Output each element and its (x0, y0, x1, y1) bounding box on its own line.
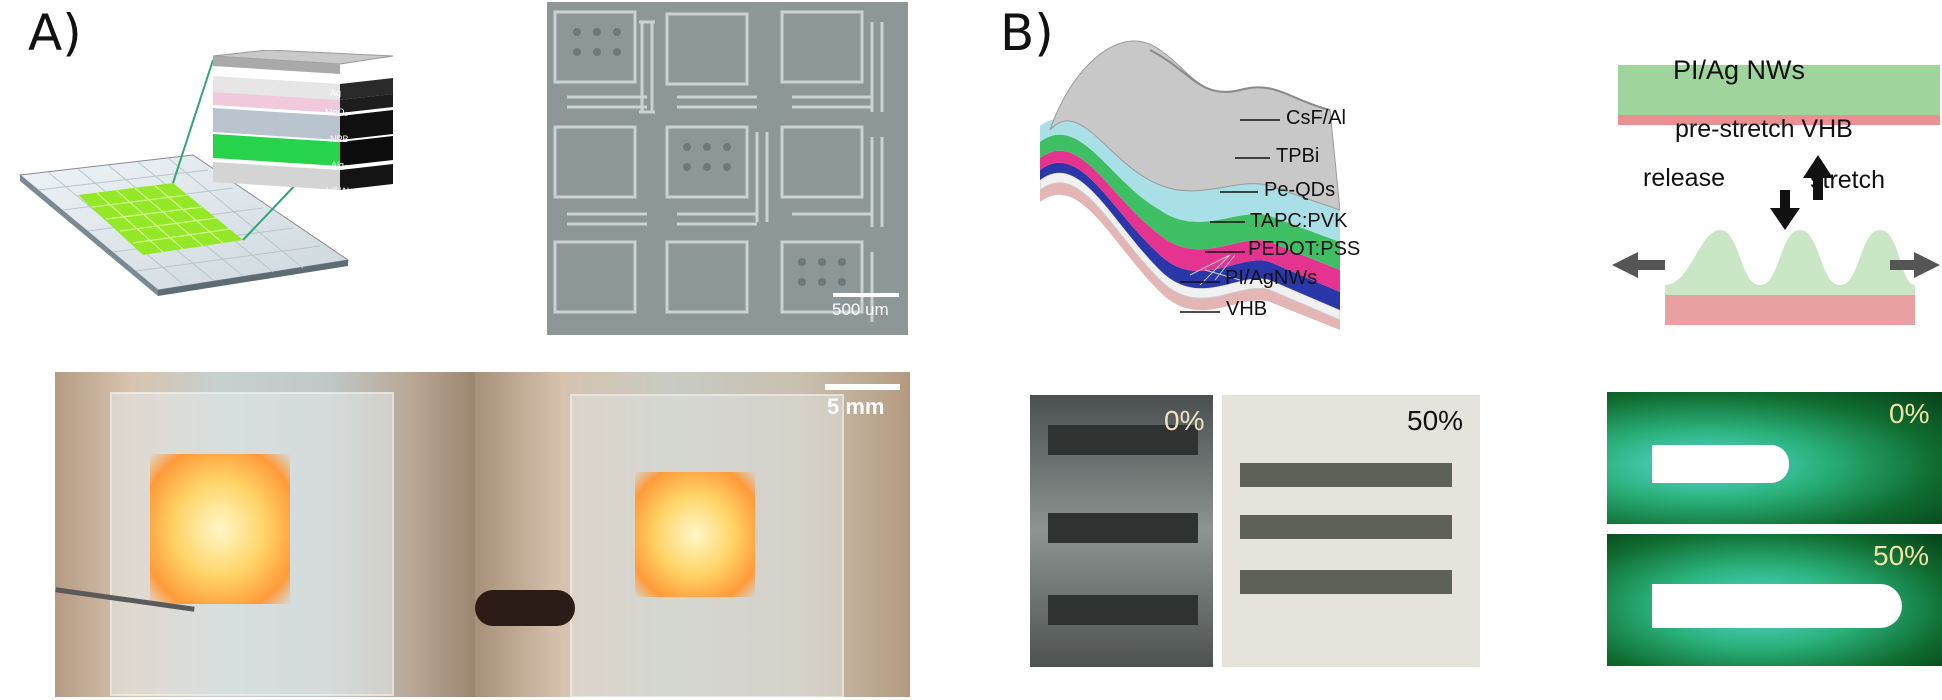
device-photo-left (55, 372, 475, 697)
emission-strain-label-0: 0% (1889, 398, 1930, 429)
wave-layer-label-tapcpvk: TAPC:PVK (1250, 210, 1348, 232)
wave-layer-label-pedotpss: PEDOT:PSS (1248, 238, 1361, 260)
panel-b-label: B) (1000, 4, 1054, 62)
emission-strip-50 (1652, 584, 1902, 628)
micrograph-scale-bar (833, 293, 899, 297)
device-glow-left (150, 454, 290, 604)
electrode-stripe-3 (1048, 595, 1198, 625)
device-stack-schematic (18, 50, 394, 296)
process-stretch-label: stretch (1810, 166, 1886, 194)
wave-layer-label-piagnws: PI/AgNWs (1225, 267, 1318, 289)
probe-cable-right (475, 590, 575, 626)
electrode-strain-label-50: 50% (1407, 405, 1464, 436)
stack-layer-label-moo3: MoO₃ (325, 107, 349, 117)
electrode-stripe-3b (1240, 570, 1452, 594)
photo-scale-label: 5 mm (827, 394, 885, 419)
electrode-stripe-2b (1240, 515, 1452, 539)
process-top-film-label: PI/Ag NWs (1673, 55, 1806, 85)
panel-a-label: A) (28, 4, 82, 62)
wave-layer-label-tpbi: TPBi (1276, 145, 1320, 167)
stack-layer-label-npb: NPB (330, 134, 349, 144)
emission-photo-50: 50% (1607, 534, 1942, 666)
wavy-stack-schematic (1040, 40, 1340, 330)
micrograph-scale-label: 500 um (832, 300, 889, 319)
micrograph-image: 500 um (547, 2, 908, 335)
photo-scale-bar (825, 384, 900, 390)
electrode-stripe-2 (1048, 513, 1198, 543)
electrode-photo-50: 50% (1222, 395, 1480, 667)
electrode-strain-label-0: 0% (1164, 405, 1205, 436)
micrograph-pattern (547, 2, 908, 335)
wave-layer-label-csfal: CsF/Al (1286, 107, 1346, 129)
electrode-photo-0: 0% (1030, 395, 1213, 667)
electrode-stripe-1b (1240, 463, 1452, 487)
emission-photo-0: 0% (1607, 392, 1942, 524)
stack-layer-label-ag: Ag (330, 88, 342, 98)
stack-layer-label-alq3: Alq₃ (331, 160, 348, 170)
device-photo-right: 5 mm (475, 372, 910, 697)
prestretch-process-schematic (1612, 65, 1940, 325)
emission-strain-label-50: 50% (1873, 540, 1930, 571)
stack-layer-label-lifal: LiF/Al (326, 186, 350, 196)
wave-layer-label-vhb: VHB (1226, 298, 1268, 320)
process-release-label: release (1643, 164, 1725, 192)
process-prestretch-label: pre-stretch VHB (1675, 115, 1853, 143)
wave-layer-label-peqds: Pe-QDs (1264, 179, 1336, 201)
emission-strip-0 (1652, 445, 1789, 483)
device-glow-right (635, 472, 755, 597)
electrode-stripe-1 (1048, 425, 1198, 455)
